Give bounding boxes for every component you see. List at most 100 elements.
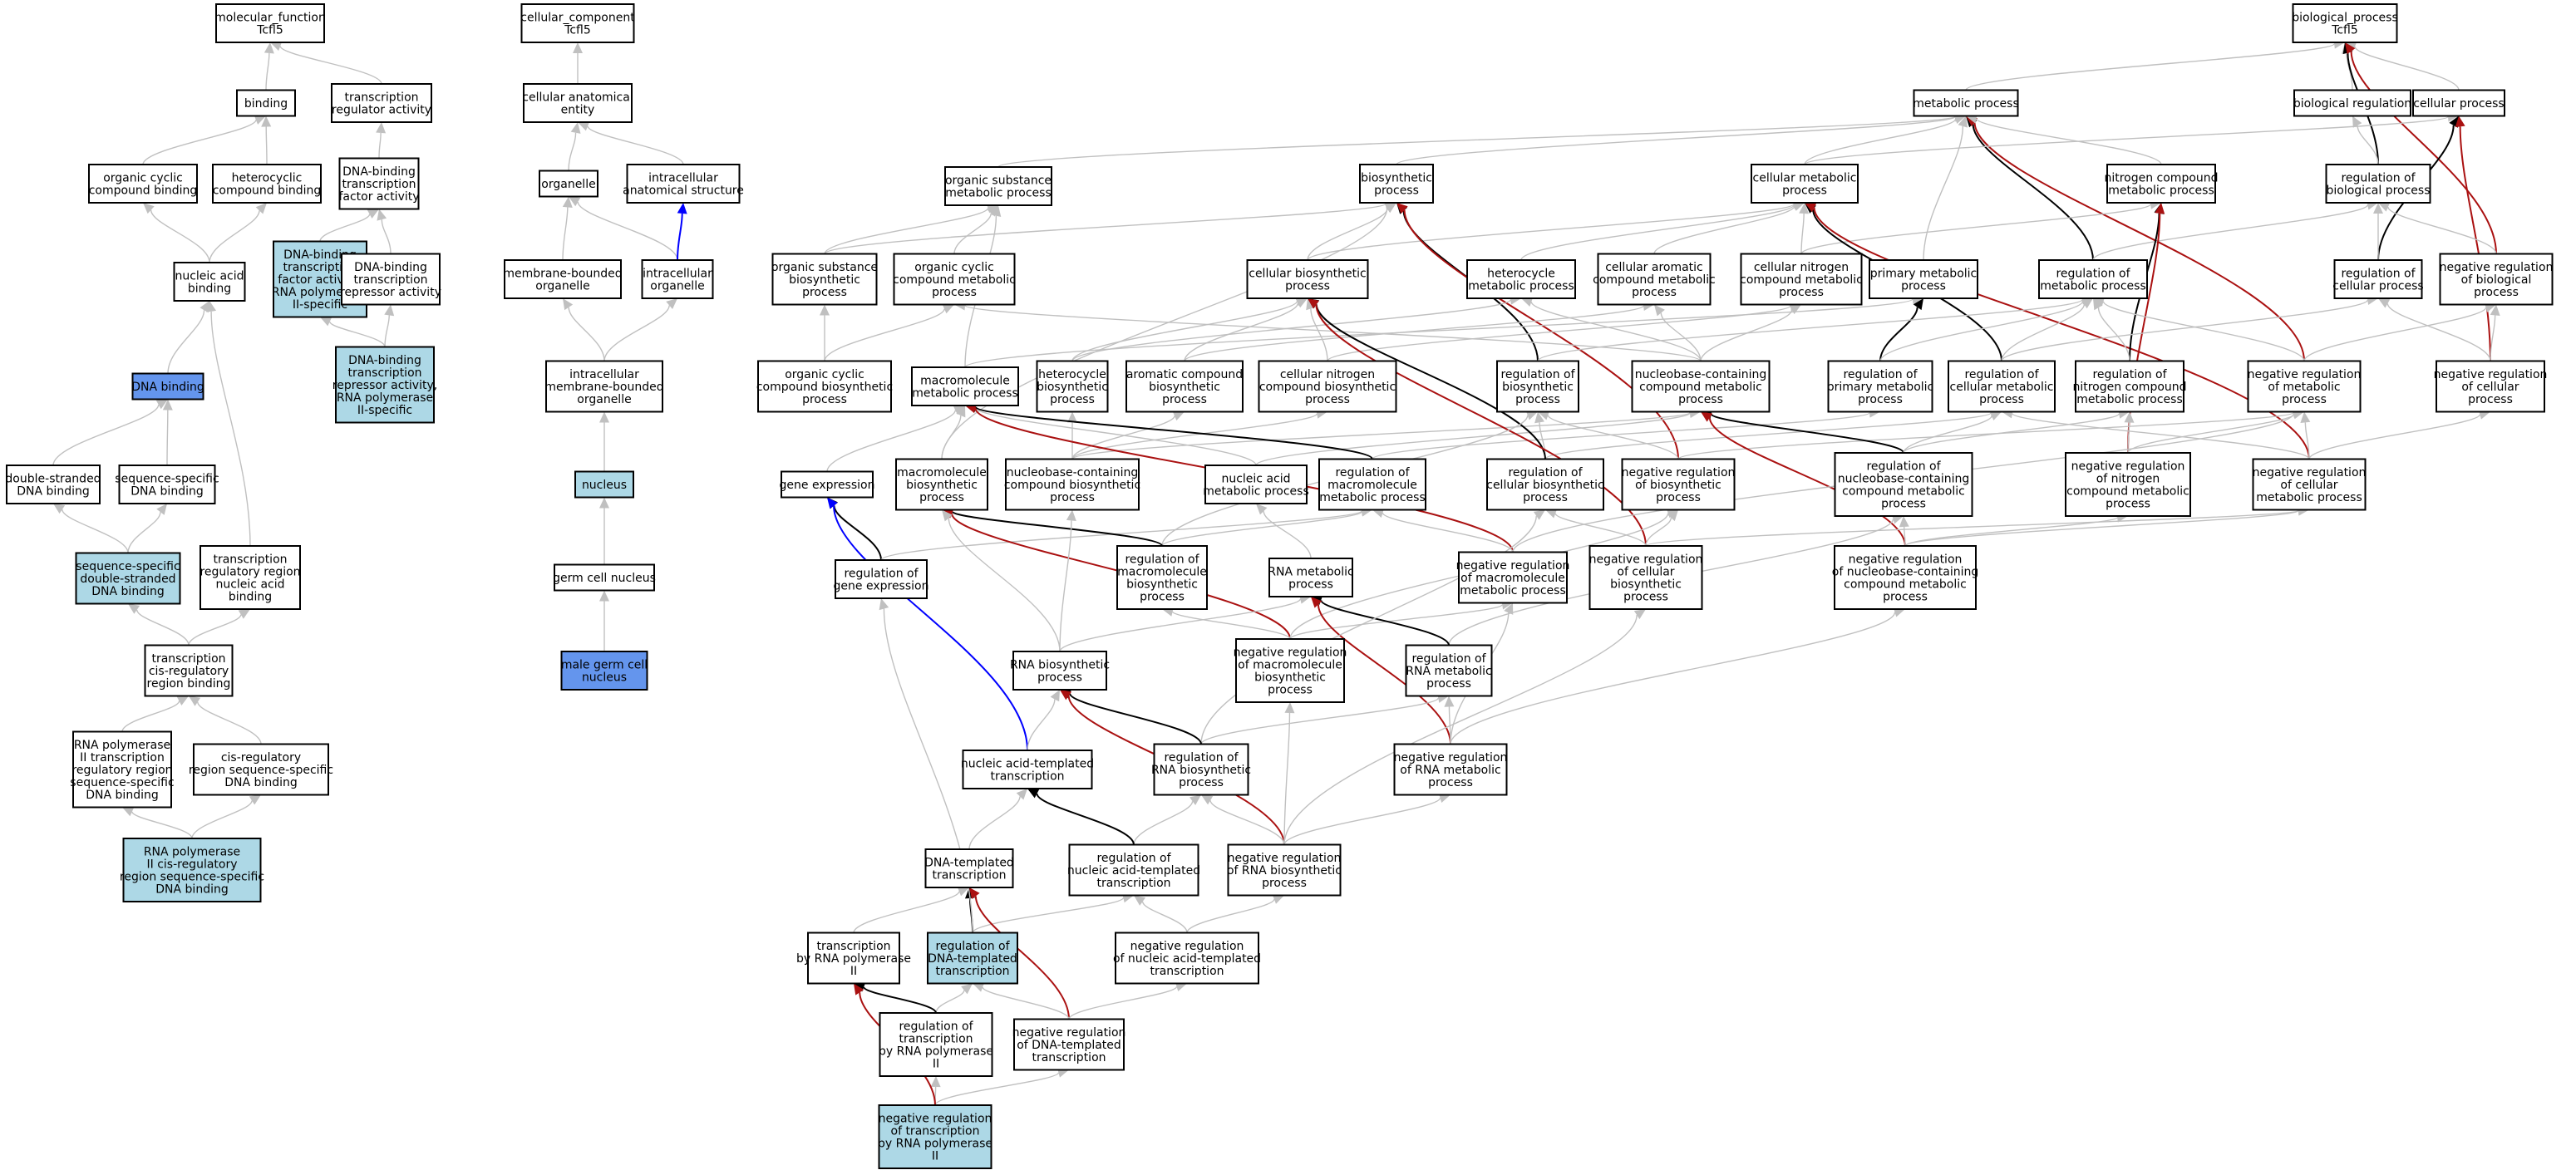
term-label: process xyxy=(1623,591,1668,604)
edge-line xyxy=(1879,307,1918,361)
edge-regulates xyxy=(1060,689,1202,745)
edge-negatively-regulates xyxy=(1311,597,1451,745)
term-label: cellular biosynthetic xyxy=(1249,268,1366,281)
term-label: macromolecule xyxy=(1117,566,1207,579)
edge-is-a xyxy=(2001,295,2378,361)
edge-line xyxy=(880,510,1362,561)
edge-is-a xyxy=(143,203,210,263)
edge-is-a xyxy=(122,807,193,839)
term-node: binding xyxy=(236,89,296,117)
arrowhead-icon xyxy=(1201,794,1214,805)
edge-part-of xyxy=(827,497,1028,751)
term-label: of metabolic xyxy=(2268,381,2340,394)
term-label: transcription xyxy=(283,261,357,274)
edge-is-a xyxy=(1545,509,1647,547)
term-box xyxy=(1227,843,1342,897)
term-label: of cellular xyxy=(2461,381,2519,394)
arrowhead-icon xyxy=(969,887,980,899)
edge-is-a xyxy=(1283,793,1451,845)
term-label: transcription xyxy=(151,652,225,666)
term-label: male germ cell xyxy=(561,659,648,672)
term-box xyxy=(641,259,714,299)
term-label: membrane-bounded xyxy=(544,381,663,394)
edge-line xyxy=(127,512,161,553)
term-label: sequence-specific xyxy=(115,473,219,486)
term-label: biosynthetic xyxy=(1254,671,1326,685)
arrowhead-icon xyxy=(1311,597,1322,608)
term-label: DNA-binding xyxy=(283,248,357,262)
term-box xyxy=(1751,164,1859,204)
edge-line xyxy=(1071,411,1691,460)
edge-line xyxy=(1027,699,1056,751)
term-label: transcription xyxy=(1150,965,1224,978)
edge-regulates xyxy=(827,497,882,561)
edge-is-a xyxy=(1538,410,1679,460)
term-label: of transcription xyxy=(891,1125,980,1138)
term-label: nucleic acid xyxy=(215,578,284,592)
term-label: regulation of xyxy=(1843,368,1918,381)
term-box xyxy=(1393,743,1508,796)
term-label: germ cell nucleus xyxy=(553,572,656,585)
term-label: negative regulation xyxy=(1234,646,1347,660)
edge-line xyxy=(381,219,392,254)
term-label: transcription xyxy=(347,366,421,380)
arrowhead-icon xyxy=(827,497,838,509)
term-box xyxy=(1005,458,1140,511)
edge-is-a xyxy=(1544,407,2002,460)
term-label: regulator activity xyxy=(332,104,431,117)
term-box xyxy=(173,262,246,302)
arrowhead-icon xyxy=(930,1076,941,1088)
edge-is-a xyxy=(189,696,262,745)
edge-line xyxy=(833,505,1028,751)
arrowhead-icon xyxy=(1789,304,1801,315)
term-label: metabolic process xyxy=(1468,280,1574,293)
edge-line xyxy=(2490,315,2496,361)
term-box xyxy=(626,164,741,204)
term-label: DNA binding xyxy=(131,381,204,394)
term-label: II-specific xyxy=(357,404,412,417)
term-label: negative regulation xyxy=(2434,368,2548,381)
arrowhead-icon xyxy=(1538,410,1550,420)
term-label: process xyxy=(932,286,977,299)
term-label: process xyxy=(1678,393,1723,406)
term-label: regulation of xyxy=(1964,368,2039,381)
edge-is-a xyxy=(563,298,605,361)
term-label: nitrogen compound xyxy=(2104,172,2218,185)
arrowhead-icon xyxy=(820,304,830,316)
term-label: heterocycle xyxy=(1487,268,1555,281)
edge-line xyxy=(824,308,945,361)
edge-is-a xyxy=(826,406,965,472)
term-label: process xyxy=(2474,286,2519,299)
arrowhead-icon xyxy=(1066,509,1076,521)
term-label: transcription xyxy=(899,1033,973,1046)
edge-line xyxy=(1069,693,1202,745)
arrowhead-icon xyxy=(991,205,1002,217)
edge-is-a xyxy=(384,304,395,347)
term-box xyxy=(879,1012,993,1077)
edge-negatively-regulates xyxy=(2345,42,2497,254)
edge-is-a xyxy=(1804,111,2459,165)
term-label: compound biosynthetic xyxy=(756,381,893,394)
edge-regulates xyxy=(1311,595,1450,646)
edge-is-a xyxy=(972,892,1134,933)
term-label: transcription xyxy=(344,91,418,105)
edge-is-a xyxy=(1700,304,1801,361)
edge-line xyxy=(265,52,270,91)
arrowhead-icon xyxy=(2155,203,2165,214)
edge-is-a xyxy=(968,789,1027,850)
edge-line xyxy=(131,811,193,839)
edge-line xyxy=(1879,301,2084,361)
